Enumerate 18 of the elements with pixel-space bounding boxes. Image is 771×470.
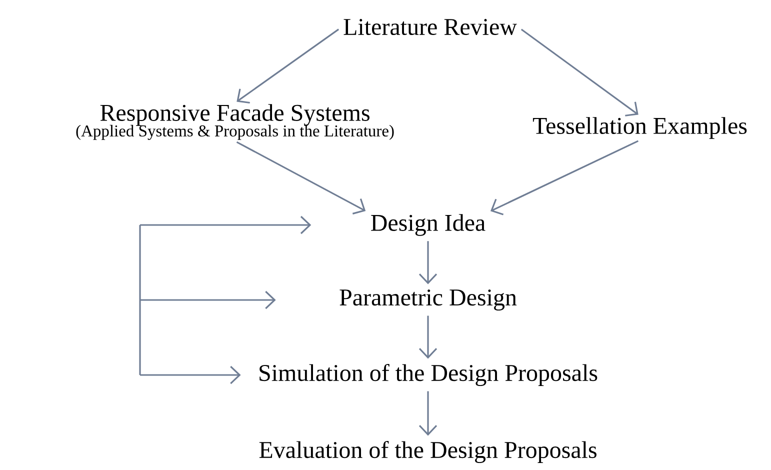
arrow	[520, 28, 638, 116]
arrow	[236, 28, 340, 104]
arrow	[418, 241, 438, 284]
node-text: Literature Review	[344, 18, 517, 36]
arrow	[418, 391, 438, 436]
node-text: Tessellation Examples	[532, 117, 747, 139]
node-text: Design Idea	[371, 214, 486, 236]
arrow	[490, 140, 639, 216]
connector-line	[139, 225, 141, 375]
arrow	[418, 316, 438, 359]
node-text: Simulation of the Design Proposals	[260, 364, 598, 386]
node-text: Parametric Design	[340, 289, 517, 311]
arrow	[140, 366, 241, 384]
arrow	[140, 216, 312, 234]
node-text: Responsive Facade Systems (Applied Systems & Proposals in the Literature)	[76, 104, 394, 140]
arrow	[236, 141, 366, 214]
arrow	[140, 290, 276, 310]
node-text: Evaluation of the Design Proposals	[259, 440, 596, 464]
